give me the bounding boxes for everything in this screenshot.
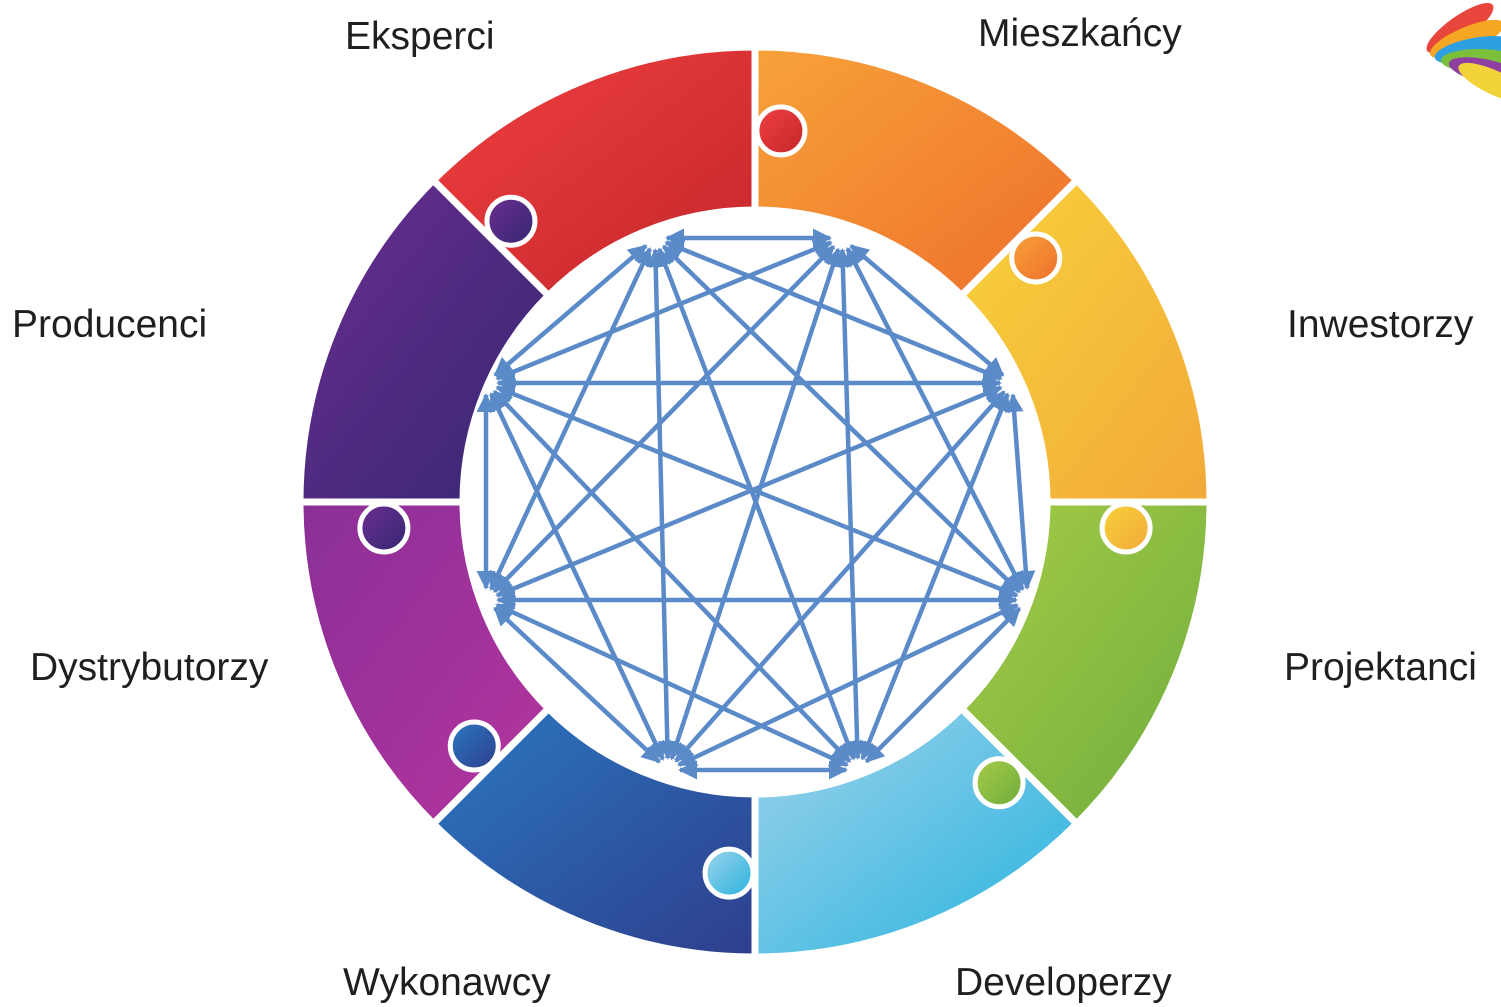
label-inwestorzy: Inwestorzy bbox=[1287, 303, 1474, 346]
label-producenci: Producenci bbox=[12, 303, 208, 346]
connection-arrows bbox=[476, 228, 1036, 780]
label-wykonawcy: Wykonawcy bbox=[343, 961, 551, 1004]
puzzle-knob bbox=[1099, 501, 1153, 555]
puzzle-knob bbox=[484, 194, 538, 248]
puzzle-knob bbox=[754, 104, 808, 158]
puzzle-knob bbox=[447, 719, 501, 773]
puzzle-knob bbox=[357, 501, 411, 555]
label-eksperci: Eksperci bbox=[345, 15, 495, 58]
connection-arrow bbox=[495, 240, 833, 381]
label-mieszkancy: Mieszkańcy bbox=[978, 12, 1182, 55]
logo-petal bbox=[1458, 62, 1501, 104]
connection-arrow bbox=[489, 392, 665, 761]
puzzle-knob bbox=[702, 846, 756, 900]
puzzle-knob bbox=[972, 756, 1026, 810]
partial-logo bbox=[1426, 3, 1501, 104]
label-developerzy: Developerzy bbox=[955, 961, 1172, 1004]
puzzle-knob bbox=[1009, 231, 1063, 285]
label-dystrybutorzy: Dystrybutorzy bbox=[30, 646, 269, 689]
label-projektanci: Projektanci bbox=[1284, 646, 1477, 689]
